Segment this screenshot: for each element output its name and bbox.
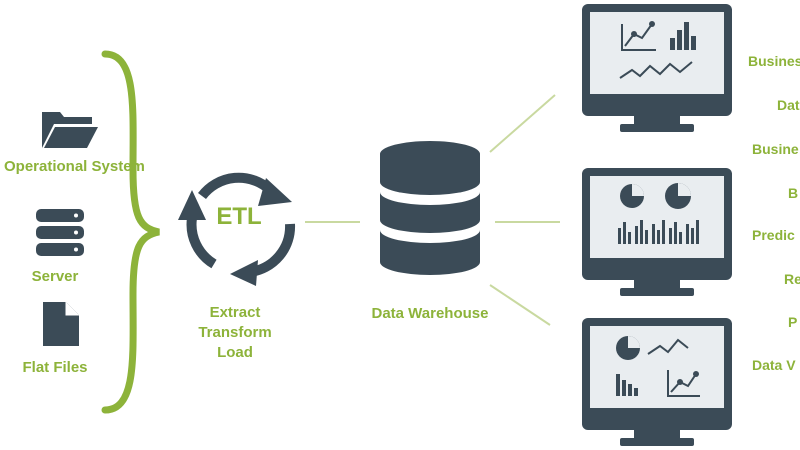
warehouse-label: Data Warehouse — [371, 305, 489, 322]
grouping-brace — [101, 50, 160, 414]
monitor-dashboard-icon — [582, 318, 732, 446]
etl-caption-line: Extract — [209, 304, 261, 321]
database-icon — [380, 141, 480, 275]
output-label: P — [788, 314, 798, 330]
server-icon — [36, 209, 84, 256]
source-label: Server — [31, 268, 79, 285]
folder-icon — [42, 112, 98, 148]
source-label: Flat Files — [22, 359, 88, 376]
output-label: B — [788, 185, 799, 201]
output-label: Busine — [752, 141, 799, 157]
etl-caption-line: Transform — [198, 324, 272, 341]
output-label: Re — [784, 271, 800, 287]
output-label: Busines — [748, 53, 800, 69]
output-label: Predic — [752, 227, 795, 243]
source-label: Operational System — [4, 158, 145, 175]
monitor-analytics-icon — [582, 4, 732, 132]
etl-caption: Extract Transform Load — [180, 303, 290, 363]
monitor-reports-icon — [582, 168, 732, 296]
etl-cycle-icon — [178, 172, 296, 286]
output-label: Dat — [777, 97, 800, 113]
output-label: Data V — [752, 357, 796, 373]
etl-badge: ETL — [216, 203, 262, 230]
etl-caption-line: Load — [217, 344, 253, 361]
file-icon — [43, 302, 79, 346]
